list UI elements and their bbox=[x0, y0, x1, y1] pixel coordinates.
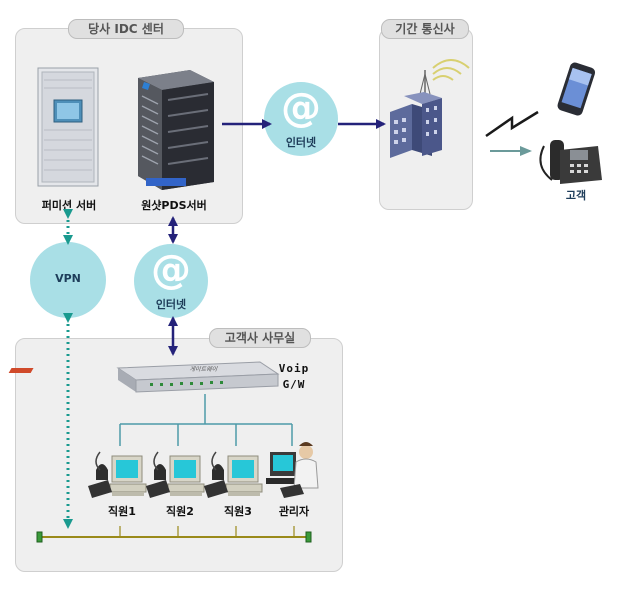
pds-server-label: 원샷PDS서버 bbox=[141, 199, 207, 212]
idc-center-title: 당사 IDC 센터 bbox=[68, 19, 184, 39]
at-icon: @ bbox=[151, 247, 191, 293]
permission-server-label: 퍼미션 서버 bbox=[41, 199, 97, 212]
vpn-node: VPN bbox=[30, 242, 106, 318]
customer-office-title: 고객사 사무실 bbox=[209, 328, 311, 348]
idc-center-panel bbox=[15, 28, 243, 224]
staff-label-3: 직원3 bbox=[224, 505, 252, 518]
at-icon: @ bbox=[281, 85, 321, 131]
vpn-label: VPN bbox=[55, 272, 81, 285]
staff-label-1: 직원1 bbox=[108, 505, 136, 518]
internet-top-label: 인터넷 bbox=[285, 136, 317, 149]
gateway-label-line2: G/W bbox=[282, 378, 306, 391]
gateway-device-text: 게이트웨이 bbox=[188, 366, 219, 373]
customer-label: 고객 bbox=[565, 189, 587, 202]
gateway-label-line1: Voip bbox=[278, 362, 310, 375]
internet-mid-label: 인터넷 bbox=[155, 298, 187, 311]
manager-label: 관리자 bbox=[278, 505, 310, 518]
telecom-title: 기간 통신사 bbox=[381, 19, 469, 39]
internet-mid-node: @ 인터넷 bbox=[134, 244, 208, 318]
staff-label-2: 직원2 bbox=[166, 505, 194, 518]
telecom-panel bbox=[379, 28, 473, 210]
internet-top-node: @ 인터넷 bbox=[264, 82, 338, 156]
